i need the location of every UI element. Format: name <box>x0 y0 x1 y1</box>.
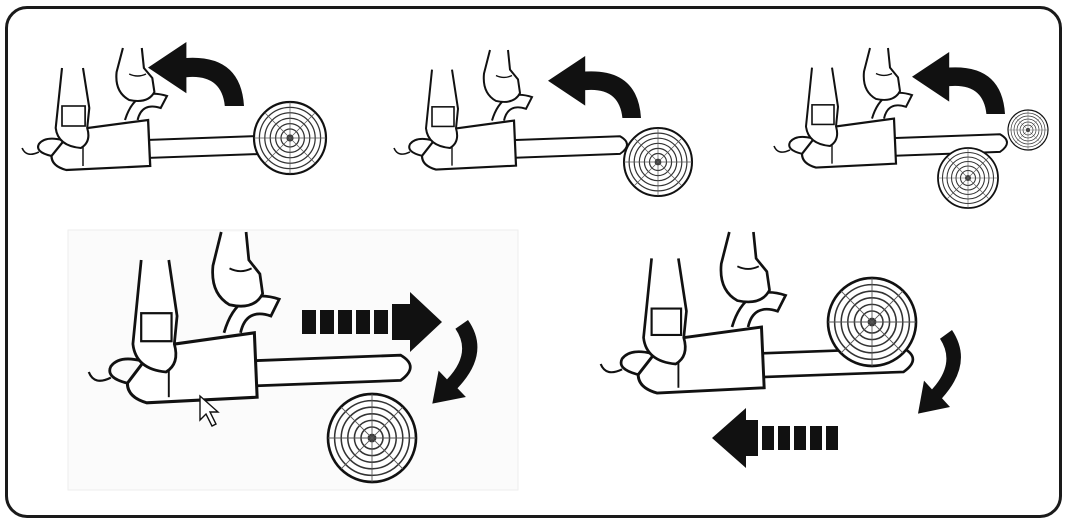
cursor-icon <box>199 394 220 427</box>
curve-down-arrow-icon-2 <box>918 330 961 414</box>
panel-kickback-nose-pinch <box>772 46 1048 208</box>
panel-pull-in <box>87 230 478 482</box>
arrow-right-icon <box>302 292 442 352</box>
panel-push-back <box>599 230 961 468</box>
panel-kickback-nose-top <box>20 42 326 174</box>
arrow-left-icon <box>712 408 838 468</box>
panel-kickback-nose-upper <box>392 48 692 196</box>
